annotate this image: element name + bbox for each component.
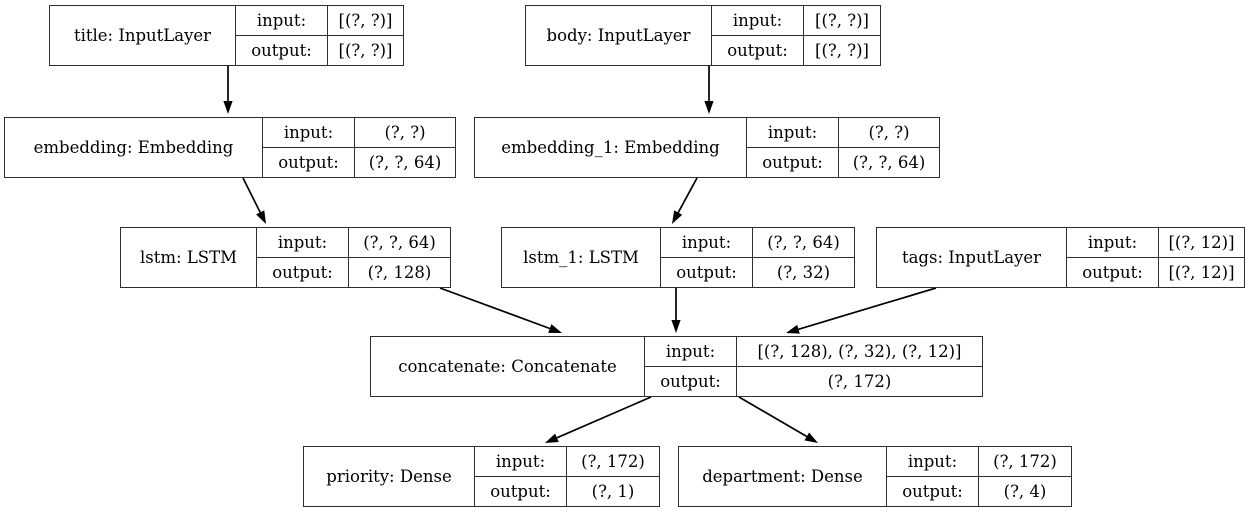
- node-output-row-lstm: output: (?, 128): [257, 257, 450, 287]
- node-input-label-embedding_1: input:: [747, 118, 839, 147]
- edge-body-to-embedding_1: [704, 66, 714, 114]
- node-output-shape-title: [(?, ?)]: [338, 40, 393, 60]
- node-output-label-tags: output:: [1067, 257, 1159, 287]
- node-title-lstm: lstm: LSTM: [121, 228, 257, 287]
- edge-lstm-to-concatenate: [439, 287, 562, 333]
- node-output-shape-department: (?, 4): [1003, 481, 1047, 501]
- edge-embedding_1-to-lstm_1: [672, 177, 698, 224]
- node-output-shape-lstm_1: (?, 32): [776, 262, 831, 282]
- node-io-table-priority: input: (?, 172) output: (?, 1): [475, 447, 659, 506]
- node-output-label-body: output:: [712, 35, 804, 65]
- node-input-shape-body: [(?, ?)]: [815, 10, 869, 30]
- node-output-row-embedding: output: (?, ?, 64): [263, 147, 455, 177]
- node-input-row-embedding_1: input: (?, ?): [747, 118, 939, 148]
- node-input-shape-tags: [(?, 12)]: [1168, 232, 1235, 252]
- node-io-table-concatenate: input: [(?, 128), (?, 32), (?, 12)] output…: [645, 337, 982, 396]
- node-io-table-title: input: [(?, ?)] output: [(?, ?)]: [236, 6, 403, 65]
- node-input-row-priority: input: (?, 172): [475, 447, 659, 477]
- edge-tags-to-concatenate: [786, 287, 937, 334]
- node-output-row-embedding_1: output: (?, ?, 64): [747, 147, 939, 177]
- node-output-row-lstm_1: output: (?, 32): [661, 257, 854, 287]
- node-output-label-priority: output:: [475, 476, 567, 506]
- node-output-row-body: output: [(?, ?)]: [712, 35, 880, 65]
- node-io-table-embedding: input: (?, ?) output: (?, ?, 64): [263, 118, 455, 177]
- node-input-label-concatenate: input:: [645, 337, 737, 366]
- node-input-row-lstm_1: input: (?, ?, 64): [661, 228, 854, 258]
- edge-concatenate-to-priority: [545, 396, 652, 443]
- node-output-shape-body: [(?, ?)]: [815, 40, 869, 60]
- node-io-table-tags: input: [(?, 12)] output: [(?, 12)]: [1067, 228, 1244, 287]
- node-output-row-title: output: [(?, ?)]: [236, 35, 403, 65]
- node-output-row-tags: output: [(?, 12)]: [1067, 257, 1244, 287]
- node-output-label-lstm: output:: [257, 257, 349, 287]
- node-title-department: department: Dense: [679, 447, 887, 506]
- node-input-shape-lstm_1: (?, ?, 64): [767, 232, 840, 252]
- node-output-label-concatenate: output:: [645, 366, 737, 396]
- node-input-label-lstm_1: input:: [661, 228, 753, 257]
- node-io-table-embedding_1: input: (?, ?) output: (?, ?, 64): [747, 118, 939, 177]
- node-title-embedding: embedding: Embedding: [5, 118, 263, 177]
- node-title-embedding_1: embedding_1: Embedding: [475, 118, 747, 177]
- node-output-label-lstm_1: output:: [661, 257, 753, 287]
- node-output-shape-tags: [(?, 12)]: [1168, 262, 1235, 282]
- node-input-shape-title: [(?, ?)]: [338, 10, 393, 30]
- node-output-shape-embedding_1: (?, ?, 64): [852, 152, 926, 172]
- node-input-row-department: input: (?, 172): [887, 447, 1071, 477]
- node-io-table-lstm: input: (?, ?, 64) output: (?, 128): [257, 228, 450, 287]
- node-output-shape-embedding: (?, ?, 64): [368, 152, 442, 172]
- node-io-table-lstm_1: input: (?, ?, 64) output: (?, 32): [661, 228, 854, 287]
- node-title-lstm_1: lstm_1: LSTM: [502, 228, 661, 287]
- node-input-row-title: input: [(?, ?)]: [236, 6, 403, 36]
- node-input-row-lstm: input: (?, ?, 64): [257, 228, 450, 258]
- node-input-label-tags: input:: [1067, 228, 1159, 257]
- node-output-shape-concatenate: (?, 172): [827, 371, 892, 391]
- node-input-label-department: input:: [887, 447, 979, 476]
- node-title-tags: tags: InputLayer: [877, 228, 1067, 287]
- node-output-row-priority: output: (?, 1): [475, 476, 659, 506]
- node-io-table-body: input: [(?, ?)] output: [(?, ?)]: [712, 6, 880, 65]
- node-title-priority: priority: Dense: [304, 447, 475, 506]
- edge-concatenate-to-department: [738, 396, 818, 443]
- node-input-row-tags: input: [(?, 12)]: [1067, 228, 1244, 258]
- node-output-shape-lstm: (?, 128): [367, 262, 432, 282]
- node-title-title: title: InputLayer: [50, 6, 236, 65]
- node-output-label-department: output:: [887, 476, 979, 506]
- node-output-label-embedding_1: output:: [747, 147, 839, 177]
- node-input-shape-lstm: (?, ?, 64): [363, 232, 436, 252]
- node-io-table-department: input: (?, 172) output: (?, 4): [887, 447, 1071, 506]
- node-title-body: body: InputLayer: [526, 6, 712, 65]
- node-output-row-concatenate: output: (?, 172): [645, 366, 982, 396]
- node-input-row-body: input: [(?, ?)]: [712, 6, 880, 36]
- node-input-row-concatenate: input: [(?, 128), (?, 32), (?, 12)]: [645, 337, 982, 367]
- edge-title-to-embedding: [223, 66, 233, 114]
- node-input-shape-department: (?, 172): [993, 451, 1057, 471]
- node-input-label-embedding: input:: [263, 118, 355, 147]
- node-input-label-priority: input:: [475, 447, 567, 476]
- node-input-shape-concatenate: [(?, 128), (?, 32), (?, 12)]: [757, 341, 962, 361]
- node-output-label-embedding: output:: [263, 147, 355, 177]
- node-input-shape-embedding_1: (?, ?): [868, 122, 910, 142]
- node-input-row-embedding: input: (?, ?): [263, 118, 455, 148]
- node-output-shape-priority: (?, 1): [591, 481, 635, 501]
- edge-embedding-to-lstm: [242, 177, 266, 224]
- node-title-concatenate: concatenate: Concatenate: [371, 337, 645, 396]
- node-input-label-body: input:: [712, 6, 804, 35]
- edge-lstm_1-to-concatenate: [671, 288, 681, 333]
- node-output-label-title: output:: [236, 35, 328, 65]
- node-input-shape-priority: (?, 172): [581, 451, 645, 471]
- node-input-shape-embedding: (?, ?): [384, 122, 426, 142]
- node-input-label-lstm: input:: [257, 228, 349, 257]
- node-input-label-title: input:: [236, 6, 328, 35]
- node-output-row-department: output: (?, 4): [887, 476, 1071, 506]
